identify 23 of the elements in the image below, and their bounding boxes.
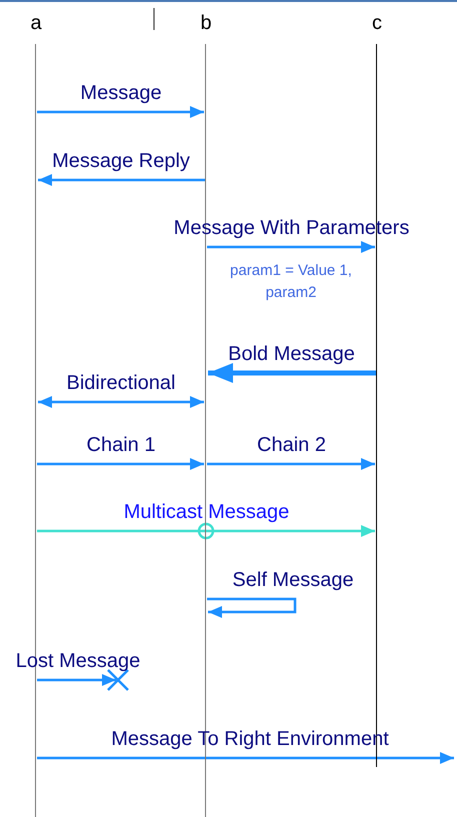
edge-label: Chain 1 [86,434,156,456]
edge-label: Message [80,82,162,104]
arrow [37,674,116,686]
arrow [207,241,375,253]
arrow [37,106,204,118]
edge-label: Message Reply [52,150,190,172]
arrow [37,458,204,470]
edge-label: Chain 2 [257,434,326,456]
arrow [207,458,375,470]
edge-label: Self Message [232,569,354,591]
edge-label: Bidirectional [66,372,176,394]
arrow [38,396,204,408]
arrow [208,363,376,383]
parameter-text: param1 = Value 1, param2 [229,261,353,303]
self-arrow [207,598,296,618]
edge-label: Multicast Message [124,501,290,523]
lifeline-label: a [30,12,42,34]
lifeline-label: c [372,12,382,34]
arrow [37,525,375,537]
arrow [37,752,454,764]
edge-label: Bold Message [228,343,355,365]
lifeline-label: b [200,12,212,34]
arrow [38,174,205,186]
